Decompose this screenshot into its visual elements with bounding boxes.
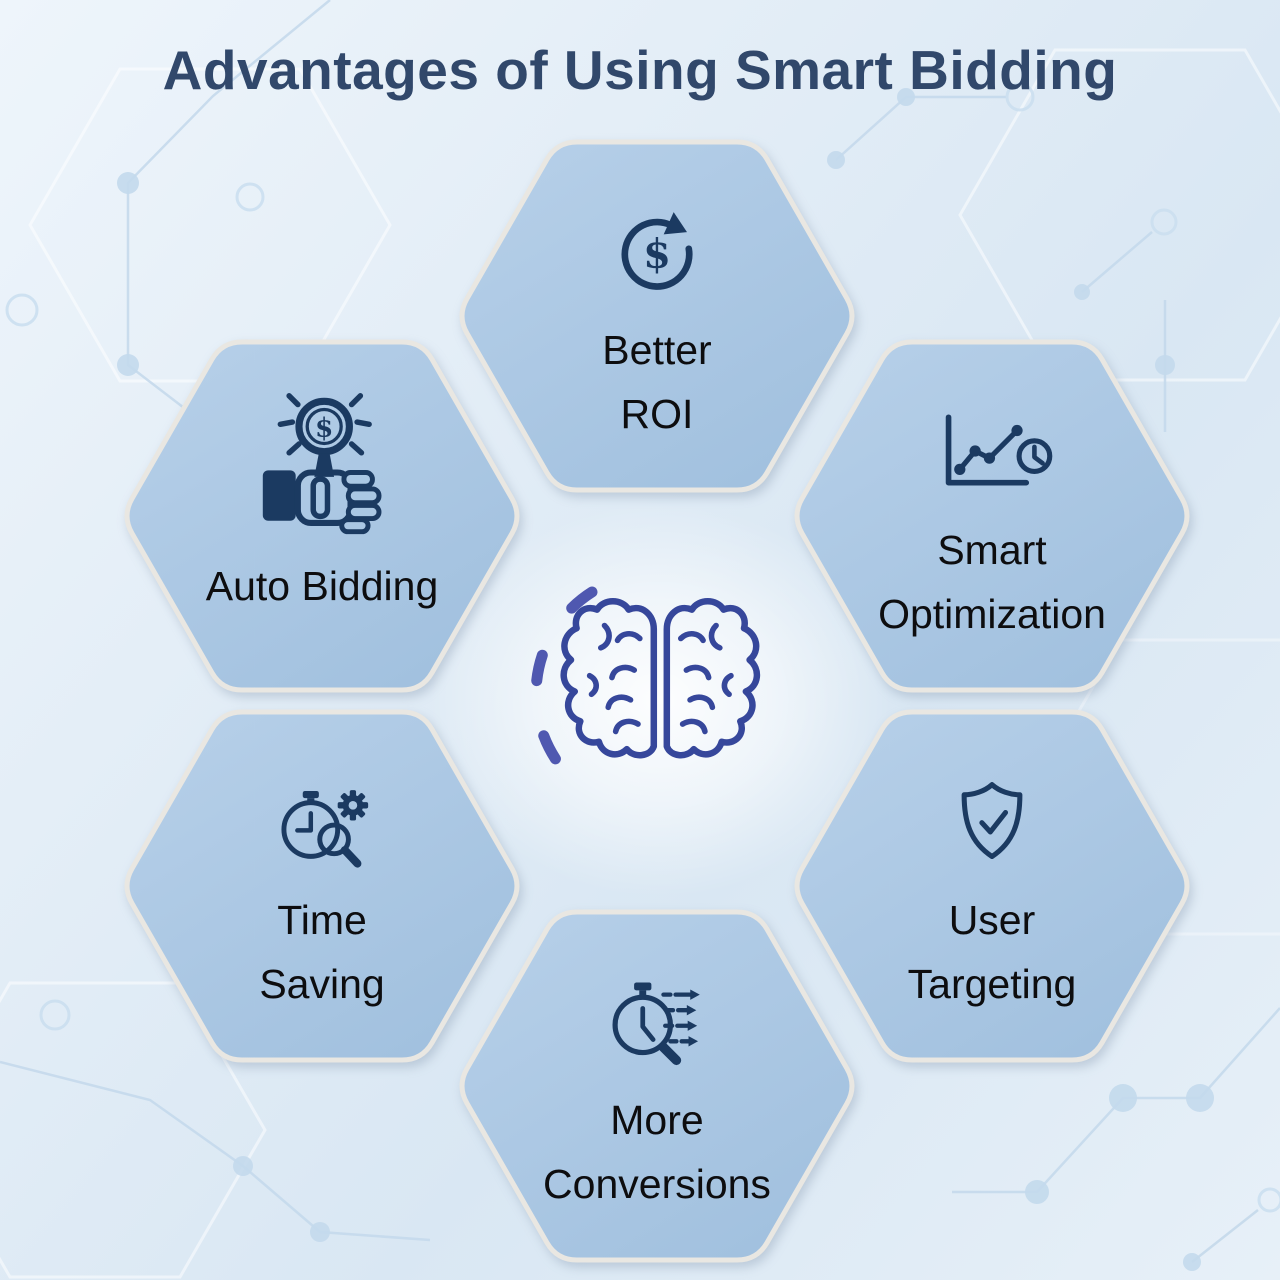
shield-check-icon [792,758,1192,884]
stopwatch-speed-arrows-icon [457,958,857,1084]
svg-text:$: $ [315,412,333,443]
svg-text:$: $ [643,231,671,278]
hexagon-shape [794,339,1190,693]
gear-icon [337,790,369,821]
hex-label-line2: Targeting [907,961,1077,1007]
hex-item-smart-optimization: Smart Optimization [792,339,1192,693]
hex-label-line1: Auto Bidding [205,563,439,609]
hex-label-line1: More [610,1097,704,1143]
hex-label-line2: Conversions [543,1161,771,1207]
hex-item-user-targeting: User Targeting [792,709,1192,1063]
hexagon-shape [124,709,520,1063]
hex-label-line1: Time [277,897,367,943]
hex-item-time-saving: Time Saving [122,709,522,1063]
hand-magnifier-dollar-icon: $ [122,382,522,540]
hexagon-shape [459,139,855,493]
hex-label: User Targeting [792,888,1192,1016]
hex-item-auto-bidding: $ Auto Bidding [122,339,522,693]
brain-dashed-arc [530,586,598,774]
hex-item-better-roi: $ Better ROI [457,139,857,493]
hex-label-line1: Better [602,327,712,373]
hex-label: Auto Bidding [122,554,522,618]
hexagon-shape [459,909,855,1263]
hexagon-shape [794,709,1190,1063]
dollar-refresh-icon: $ [457,188,857,314]
hex-label: Better ROI [457,318,857,446]
hex-label: Time Saving [122,888,522,1016]
hex-label-line1: Smart [937,527,1047,573]
page-title: Advantages of Using Smart Bidding [162,39,1118,101]
hex-label-line1: User [948,897,1036,943]
hex-item-more-conversions: More Conversions [457,909,857,1263]
chart-growth-clock-icon [792,388,1192,514]
hex-label-line2: ROI [620,391,694,437]
brain-icon [530,586,761,774]
hex-label: Smart Optimization [792,518,1192,646]
hex-label-line2: Optimization [878,591,1106,637]
clock-gear-magnifier-icon [122,758,522,884]
hex-label-line2: Saving [259,961,385,1007]
hex-label: More Conversions [457,1088,857,1216]
